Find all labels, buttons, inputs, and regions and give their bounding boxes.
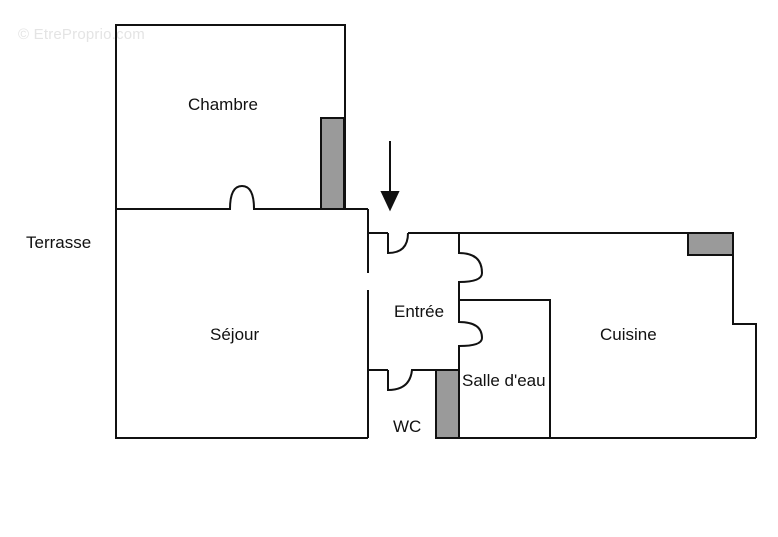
room-label-terrasse: Terrasse <box>26 233 92 252</box>
chambre-closet <box>320 117 345 210</box>
cuisine-fixture <box>687 232 734 256</box>
entrance-door <box>387 232 409 255</box>
room-label-salle-eau: Salle d'eau <box>462 371 546 390</box>
chambre-walls <box>115 24 346 209</box>
room-label-sejour: Séjour <box>210 325 260 344</box>
cuisine-right-wall <box>732 233 757 438</box>
room-label-entree: Entrée <box>394 302 445 321</box>
room-label-wc: WC <box>393 417 422 436</box>
entry-arrow-icon <box>380 141 400 212</box>
room-label-cuisine: Cuisine <box>600 325 657 344</box>
entree-right-wall <box>458 233 484 438</box>
watermark: © EtreProprio.com <box>18 26 145 43</box>
wc-fixture <box>435 369 460 439</box>
wc-walls <box>368 369 436 392</box>
sejour-walls <box>115 209 368 439</box>
chambre-sejour-wall <box>116 184 368 210</box>
room-label-chambre: Chambre <box>188 95 258 114</box>
salle-eau-walls <box>459 299 551 438</box>
